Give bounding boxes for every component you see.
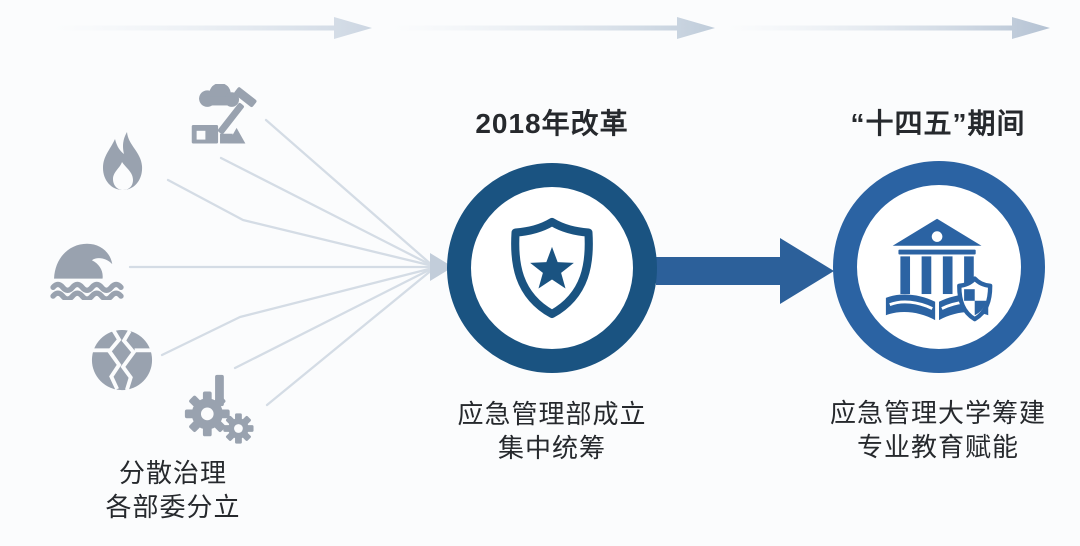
stage-center-title: 2018年改革 — [475, 108, 629, 139]
mining-accident-icon — [178, 84, 264, 162]
flood-wave-icon — [48, 234, 128, 300]
convergence-lines — [128, 118, 453, 407]
timeline-arrow-segment-3 — [727, 17, 1050, 39]
stage-center-caption: 应急管理部成立 集中统筹 — [417, 397, 687, 465]
stage-center-caption-line2: 集中统筹 — [497, 433, 606, 463]
stage-left-caption-line2: 各部委分立 — [105, 492, 241, 522]
stage-right-title: “十四五”期间 — [850, 108, 1026, 139]
university-shield-icon — [885, 218, 993, 322]
timeline-arrows — [53, 17, 1050, 39]
stage-right-caption: 应急管理大学筹建 专业教育赋能 — [803, 396, 1073, 464]
earthquake-icon — [89, 329, 155, 393]
transition-arrow-icon — [656, 238, 834, 304]
convergence-arrowhead-icon — [430, 253, 453, 281]
stage-right-caption-line1: 应急管理大学筹建 — [829, 398, 1046, 428]
stage-center-caption-line1: 应急管理部成立 — [457, 399, 647, 429]
timeline-arrow-segment-2 — [392, 17, 715, 39]
timeline-arrow-segment-1 — [53, 17, 372, 39]
stage-right-node — [833, 161, 1045, 373]
shield-star-icon — [511, 217, 593, 319]
stage-left-caption: 分散治理 各部委分立 — [63, 456, 283, 524]
stage-center-node — [447, 163, 657, 373]
machinery-gears-icon — [180, 372, 256, 446]
fire-icon — [93, 130, 155, 198]
stage-left-caption-line1: 分散治理 — [118, 458, 227, 488]
stage-right-caption-line2: 专业教育赋能 — [856, 432, 1019, 462]
